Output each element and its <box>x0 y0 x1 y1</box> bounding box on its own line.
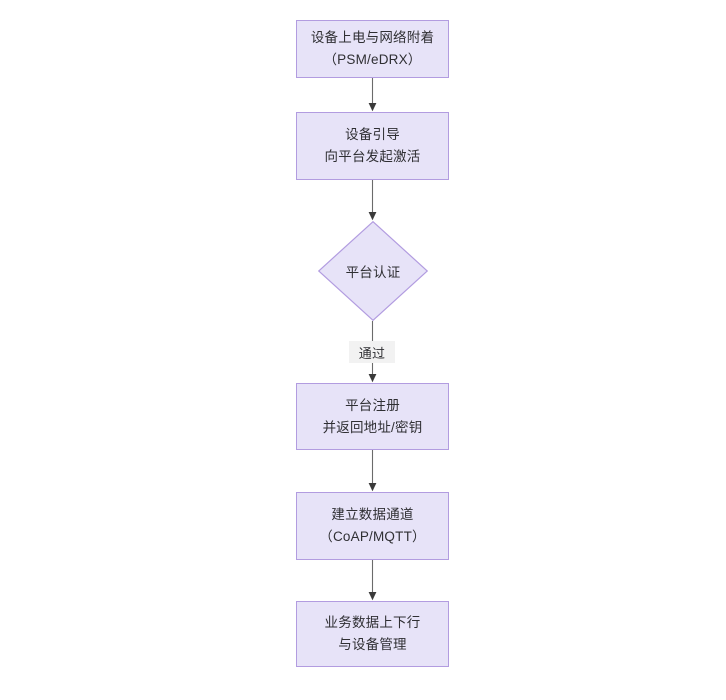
node-label-line1: 设备上电与网络附着 <box>310 30 435 45</box>
node-label-line2: （CoAP/MQTT） <box>319 529 426 544</box>
node-label-line1: 设备引导 <box>345 127 400 142</box>
node-device-bootstrap[interactable]: 设备引导 向平台发起激活 <box>296 112 449 180</box>
node-label-line2: 与设备管理 <box>338 637 407 652</box>
node-label-line1: 平台注册 <box>345 397 400 413</box>
node-platform-authentication[interactable]: 平台认证 <box>318 221 428 321</box>
node-device-power-on[interactable]: 设备上电与网络附着 （PSM/eDRX） <box>296 20 449 78</box>
node-platform-registration[interactable]: 平台注册 并返回地址/密钥 <box>296 383 449 450</box>
node-data-channel[interactable]: 建立数据通道 （CoAP/MQTT） <box>296 492 449 560</box>
node-service-data[interactable]: 业务数据上下行 与设备管理 <box>296 601 449 667</box>
node-label-line2: 并返回地址/密钥 <box>322 419 423 435</box>
node-label-line1: 业务数据上下行 <box>324 615 421 630</box>
node-label-line2: （PSM/eDRX） <box>323 52 422 67</box>
node-label-line1: 建立数据通道 <box>331 507 414 522</box>
edge-label-pass: 通过 <box>349 341 395 363</box>
diamond-shape-icon <box>318 221 428 321</box>
node-label-line1: 平台认证 <box>345 265 401 280</box>
node-label-line2: 向平台发起激活 <box>324 149 421 164</box>
